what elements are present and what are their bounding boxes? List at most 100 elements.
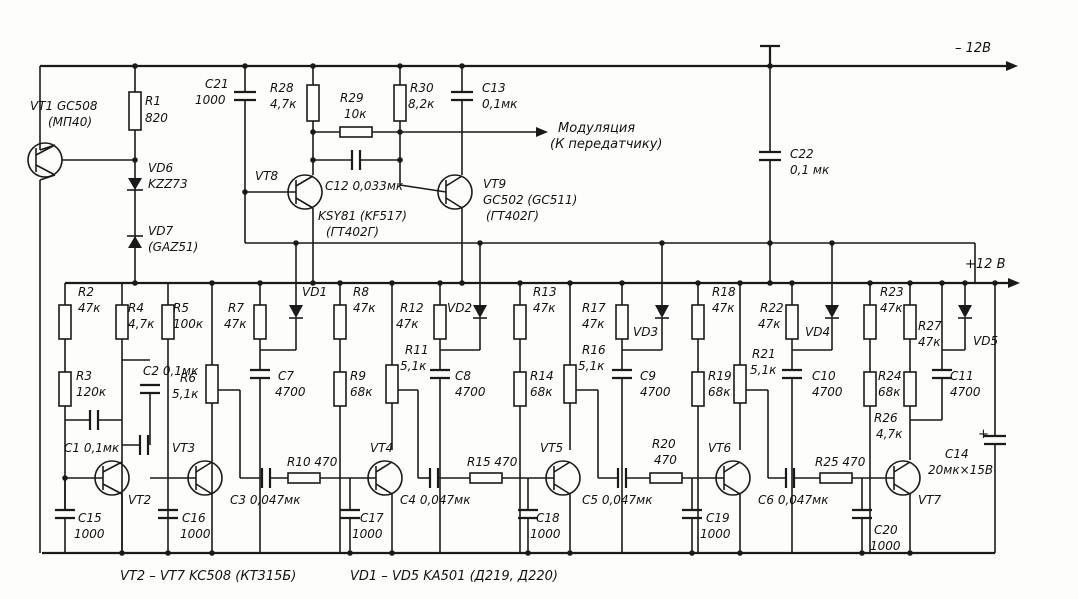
label-vd3: VD3 [633, 325, 658, 339]
label-r25: R25 470 [815, 455, 866, 469]
resistor-r14 [513, 371, 527, 407]
label-r26: R26 [874, 411, 898, 425]
label-r11: R11 [405, 343, 429, 357]
label-r15: R15 470 [467, 455, 518, 469]
label-r6: R6 [180, 371, 196, 385]
label-c9-val: 4700 [640, 385, 671, 399]
coupling-c5-r20 [576, 389, 724, 488]
potentiometer-r21 [733, 364, 747, 404]
label-r17: R17 [582, 301, 606, 315]
label-r9: R9 [350, 369, 366, 383]
label-c19: C19 [706, 511, 730, 525]
label-c4: C4 0,047мк [400, 493, 471, 507]
label-c14-plus: + [978, 427, 989, 442]
label-c18: C18 [536, 511, 560, 525]
label-r19: R19 [708, 369, 732, 383]
resistor-r19 [691, 371, 705, 407]
label-r9-val: 68к [350, 385, 373, 399]
label-c21: C21 [205, 77, 229, 91]
resistor-r8 [333, 304, 347, 340]
coupling-c3-r10 [218, 389, 376, 488]
resistor-r13 [513, 304, 527, 340]
resistor-r7 [253, 304, 267, 340]
label-c21-val: 1000 [195, 93, 226, 107]
resistor-r1 [128, 91, 142, 131]
label-r3-val: 120к [76, 385, 107, 399]
capacitor-c13 [451, 66, 473, 175]
label-r13: R13 [533, 285, 557, 299]
rail-label-minus: – 12В [955, 41, 991, 56]
label-r28: R28 [270, 81, 294, 95]
label-r23: R23 [880, 285, 904, 299]
label-vt6: VT6 [708, 441, 732, 455]
label-vd5: VD5 [973, 334, 998, 348]
transistor-vt1 [27, 142, 135, 181]
diode-vd5 [958, 305, 972, 318]
label-r6-val: 5,1к [172, 387, 199, 401]
label-c11-val: 4700 [950, 385, 981, 399]
capacitor-c22 [759, 66, 781, 283]
label-c1: C1 0,1мк [64, 441, 120, 455]
label-r5-val: 100к [173, 317, 204, 331]
label-vt9-alt: (ГТ402Г) [486, 209, 539, 223]
label-r10: R10 470 [287, 455, 338, 469]
label-r7-val: 47к [224, 317, 247, 331]
resistor-r23 [863, 304, 877, 340]
label-r21-val: 5,1к [750, 363, 777, 377]
label-r19-val: 68к [708, 385, 731, 399]
resistor-r30 [393, 84, 407, 122]
label-r12-val: 47к [396, 317, 419, 331]
label-c12: C12 0,033мк [325, 179, 404, 193]
label-c5: C5 0,047мк [582, 493, 653, 507]
label-r28-val: 4,7к [270, 97, 297, 111]
label-r12: R12 [400, 301, 424, 315]
potentiometer-r6 [205, 364, 219, 404]
label-modulation-sub: (К передатчику) [550, 137, 662, 152]
label-vt8-alt: (ГТ402Г) [326, 225, 379, 239]
transistor-vt9 [399, 174, 473, 283]
zener-vd6 [127, 178, 143, 191]
label-vd6-val: KZZ73 [148, 177, 188, 191]
label-r13-val: 47к [533, 301, 556, 315]
transistor-vt8 [245, 174, 323, 283]
label-r22-val: 47к [758, 317, 781, 331]
label-c14: C14 [945, 447, 969, 461]
capacitor-c12 [313, 150, 400, 170]
label-c17-val: 1000 [352, 527, 383, 541]
label-r21: R21 [752, 347, 776, 361]
coupling-c6-r25 [746, 389, 894, 488]
transistor-vt3 [150, 460, 223, 496]
label-c15: C15 [78, 511, 102, 525]
label-c19-val: 1000 [700, 527, 731, 541]
resistor-r2 [58, 304, 72, 340]
label-r23-val: 47к [880, 301, 903, 315]
label-c13-val: 0,1мк [482, 97, 518, 111]
resistor-r27 [903, 304, 917, 340]
label-r30-val: 8,2к [408, 97, 435, 111]
label-vd7-val: (GAZ51) [148, 240, 198, 254]
label-r29-val: 10к [344, 107, 367, 121]
rail-plus-12v [65, 278, 1020, 288]
label-r5: R5 [173, 301, 189, 315]
label-vt9: VT9 [483, 177, 506, 191]
label-c15-val: 1000 [74, 527, 105, 541]
label-vt1: VT1 GC508 [30, 99, 98, 113]
label-vt5: VT5 [540, 441, 563, 455]
diode-vd4 [825, 305, 839, 318]
zener-vd7 [127, 235, 143, 248]
label-r27: R27 [918, 319, 942, 333]
potentiometer-r16 [563, 364, 577, 404]
label-modulation: Модуляция [558, 121, 635, 136]
label-vd2: VD2 [447, 301, 472, 315]
label-vt7: VT7 [918, 493, 942, 507]
capacitor-c2 [122, 359, 160, 445]
label-vd6: VD6 [148, 161, 173, 175]
label-c22-val: 0,1 мк [790, 163, 830, 177]
label-c6: C6 0,047мк [758, 493, 829, 507]
label-c9: C9 [640, 369, 656, 383]
resistor-r12 [433, 304, 447, 340]
diode-vd2 [473, 305, 487, 318]
label-c2: C2 0,1мк [143, 364, 199, 378]
label-c20: C20 [874, 523, 898, 537]
